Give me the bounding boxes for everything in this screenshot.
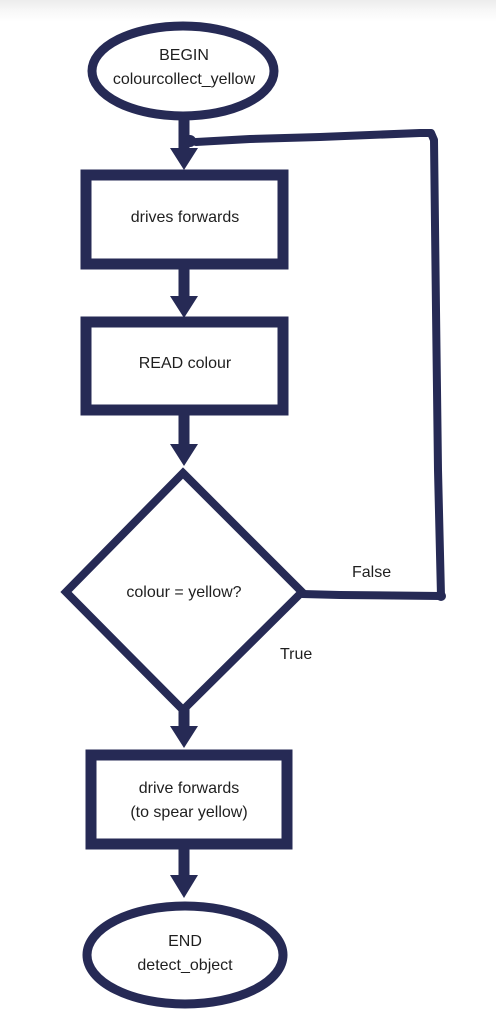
false-label: False [352,564,392,581]
spear-process [85,749,293,850]
decision-label: colour = yellow? [126,584,242,601]
arrowhead-begin-to-drive [170,148,198,170]
read-colour-label: READ colour [138,355,232,372]
false-loop-connector [192,129,445,600]
arrowhead-read-to-decision [170,444,198,466]
drive-forwards-label: drives forwards [130,209,240,226]
arrowhead-true-to-spear [170,726,198,748]
begin-label: BEGIN colourcollect_yellow [108,44,260,92]
begin-program-name: colourcollect_yellow [112,71,256,88]
false-loop-join-dot [184,135,196,147]
drive-forwards-process [80,169,289,270]
spear-line-2: (to spear yellow) [130,804,248,821]
end-title: END [168,933,202,950]
begin-title: BEGIN [159,47,209,64]
end-program-name: detect_object [137,957,233,974]
true-label: True [280,646,313,663]
arrowhead-drive-to-read [170,296,198,318]
read-colour-process [80,316,289,416]
end-terminator [82,901,288,1009]
arrowhead-spear-to-end [170,875,198,898]
spear-line-1: drive forwards [138,780,240,797]
end-label: END detect_object [110,930,260,978]
spear-label: drive forwards (to spear yellow) [96,777,282,825]
false-loop-corner-dot [436,591,446,601]
